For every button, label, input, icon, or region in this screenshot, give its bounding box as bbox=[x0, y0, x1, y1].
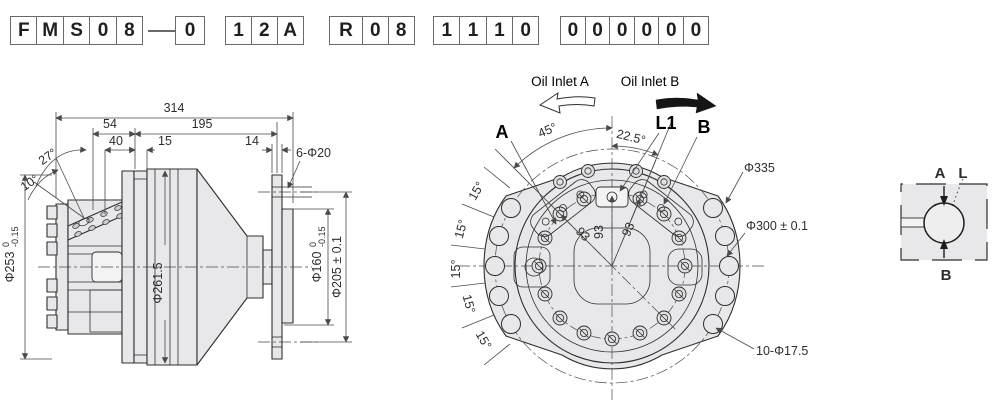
symbol-shaft bbox=[900, 217, 926, 228]
code-connector-line bbox=[148, 30, 175, 32]
hydraulic-symbol: A L B bbox=[900, 165, 988, 284]
dim-mounting-holes: 10-Φ17.5 bbox=[756, 344, 808, 358]
dim-phi205: Φ205 ± 0.1 bbox=[330, 236, 344, 298]
code-char: 0 bbox=[609, 16, 636, 45]
symbol-motor-circle bbox=[923, 202, 965, 244]
front-view-dimensions: 45° 22.5° 93 93 93 15° 15° 15° bbox=[449, 74, 808, 366]
code-char: F bbox=[10, 16, 38, 45]
dim-phi335: Φ335 bbox=[744, 161, 775, 175]
code-group-options: 1 1 1 0 bbox=[433, 16, 540, 45]
dim-flange-holes: 6-Φ20 bbox=[296, 146, 331, 160]
symbol-port-b-label: B bbox=[941, 267, 952, 284]
spline-teeth bbox=[46, 205, 58, 329]
port-a-label: A bbox=[496, 122, 509, 142]
code-char: 0 bbox=[658, 16, 685, 45]
mounting-holes bbox=[485, 198, 739, 334]
svg-text:Φ160: Φ160 bbox=[310, 252, 324, 283]
code-char: R bbox=[329, 16, 363, 45]
dim-93-right: 93 bbox=[619, 220, 637, 238]
side-view: 314 54 195 40 15 14 6- bbox=[1, 101, 352, 366]
code-char: 8 bbox=[387, 16, 415, 45]
code-group-shaft: R 0 8 bbox=[329, 16, 415, 45]
dim-93-vertical: 93 bbox=[592, 225, 606, 239]
dim-195: 195 bbox=[192, 117, 213, 131]
code-char: 0 bbox=[511, 16, 540, 45]
side-view-body bbox=[38, 168, 318, 366]
dim-angle-225: 22.5° bbox=[615, 127, 647, 148]
bolt-head-ellipses bbox=[72, 205, 124, 237]
dim-15deg: 15° bbox=[473, 328, 495, 351]
dim-40: 40 bbox=[109, 134, 123, 148]
code-char: 1 bbox=[225, 16, 252, 45]
svg-text:-0.15: -0.15 bbox=[10, 226, 20, 247]
dim-314: 314 bbox=[164, 101, 185, 115]
svg-text:Φ253: Φ253 bbox=[3, 252, 17, 283]
dim-phi253: Φ253 0 -0.15 bbox=[1, 226, 20, 282]
oil-inlet-a-label: Oil Inlet A bbox=[531, 74, 589, 89]
side-view-dimensions: 314 54 195 40 15 14 6- bbox=[1, 101, 352, 364]
code-group-displacement: 1 2 A bbox=[225, 16, 304, 45]
svg-text:-0.15: -0.15 bbox=[317, 226, 327, 247]
dim-15deg: 15° bbox=[449, 260, 463, 279]
code-char: 8 bbox=[115, 16, 144, 45]
symbol-arrow-a-icon bbox=[940, 196, 948, 206]
dim-14: 14 bbox=[245, 134, 259, 148]
code-char: 0 bbox=[683, 16, 709, 45]
dim-angle-45: 45° bbox=[536, 120, 559, 140]
code-char: 1 bbox=[433, 16, 461, 45]
symbol-arrow-b-icon bbox=[940, 239, 948, 249]
code-group-series: F M S 0 8 bbox=[10, 16, 144, 45]
code-char: 0 bbox=[361, 16, 389, 45]
dim-phi261: Φ261.5 bbox=[151, 262, 165, 303]
dim-15deg: 15° bbox=[452, 218, 470, 240]
symbol-drain-line bbox=[952, 178, 964, 206]
code-char: S bbox=[62, 16, 91, 45]
code-char: 0 bbox=[560, 16, 586, 45]
code-group-special: 0 0 0 0 0 0 bbox=[560, 16, 709, 45]
svg-text:0: 0 bbox=[1, 242, 11, 247]
svg-text:0: 0 bbox=[308, 242, 318, 247]
valve-plate-a bbox=[530, 179, 596, 237]
dim-15: 15 bbox=[158, 134, 172, 148]
dim-15deg: 15° bbox=[466, 179, 488, 202]
code-char: 0 bbox=[584, 16, 611, 45]
symbol-port-l-label: L bbox=[958, 165, 967, 182]
symbol-port-a-label: A bbox=[935, 165, 946, 182]
inner-bolts bbox=[531, 164, 693, 347]
code-char: 0 bbox=[175, 16, 205, 45]
side-pocket-feature bbox=[667, 248, 703, 286]
front-view: 45° 22.5° 93 93 93 15° 15° 15° bbox=[449, 74, 808, 400]
keyhole-feature bbox=[513, 246, 551, 288]
oil-inlet-b-label: Oil Inlet B bbox=[621, 74, 680, 89]
dim-phi300: Φ300 ± 0.1 bbox=[746, 219, 808, 233]
oil-inlet-b-arrow-icon bbox=[655, 92, 717, 114]
dim-54: 54 bbox=[103, 117, 117, 131]
code-char: 1 bbox=[459, 16, 487, 45]
dim-15deg: 15° bbox=[460, 293, 478, 315]
code-group-variant: 0 bbox=[175, 16, 205, 45]
oil-inlet-a-arrow-icon bbox=[538, 91, 596, 114]
port-l1-label: L1 bbox=[655, 113, 676, 133]
code-char: A bbox=[276, 16, 304, 45]
dim-phi160: Φ160 0 -0.15 bbox=[308, 226, 327, 282]
port-b-label: B bbox=[698, 117, 711, 137]
code-char: M bbox=[36, 16, 64, 45]
